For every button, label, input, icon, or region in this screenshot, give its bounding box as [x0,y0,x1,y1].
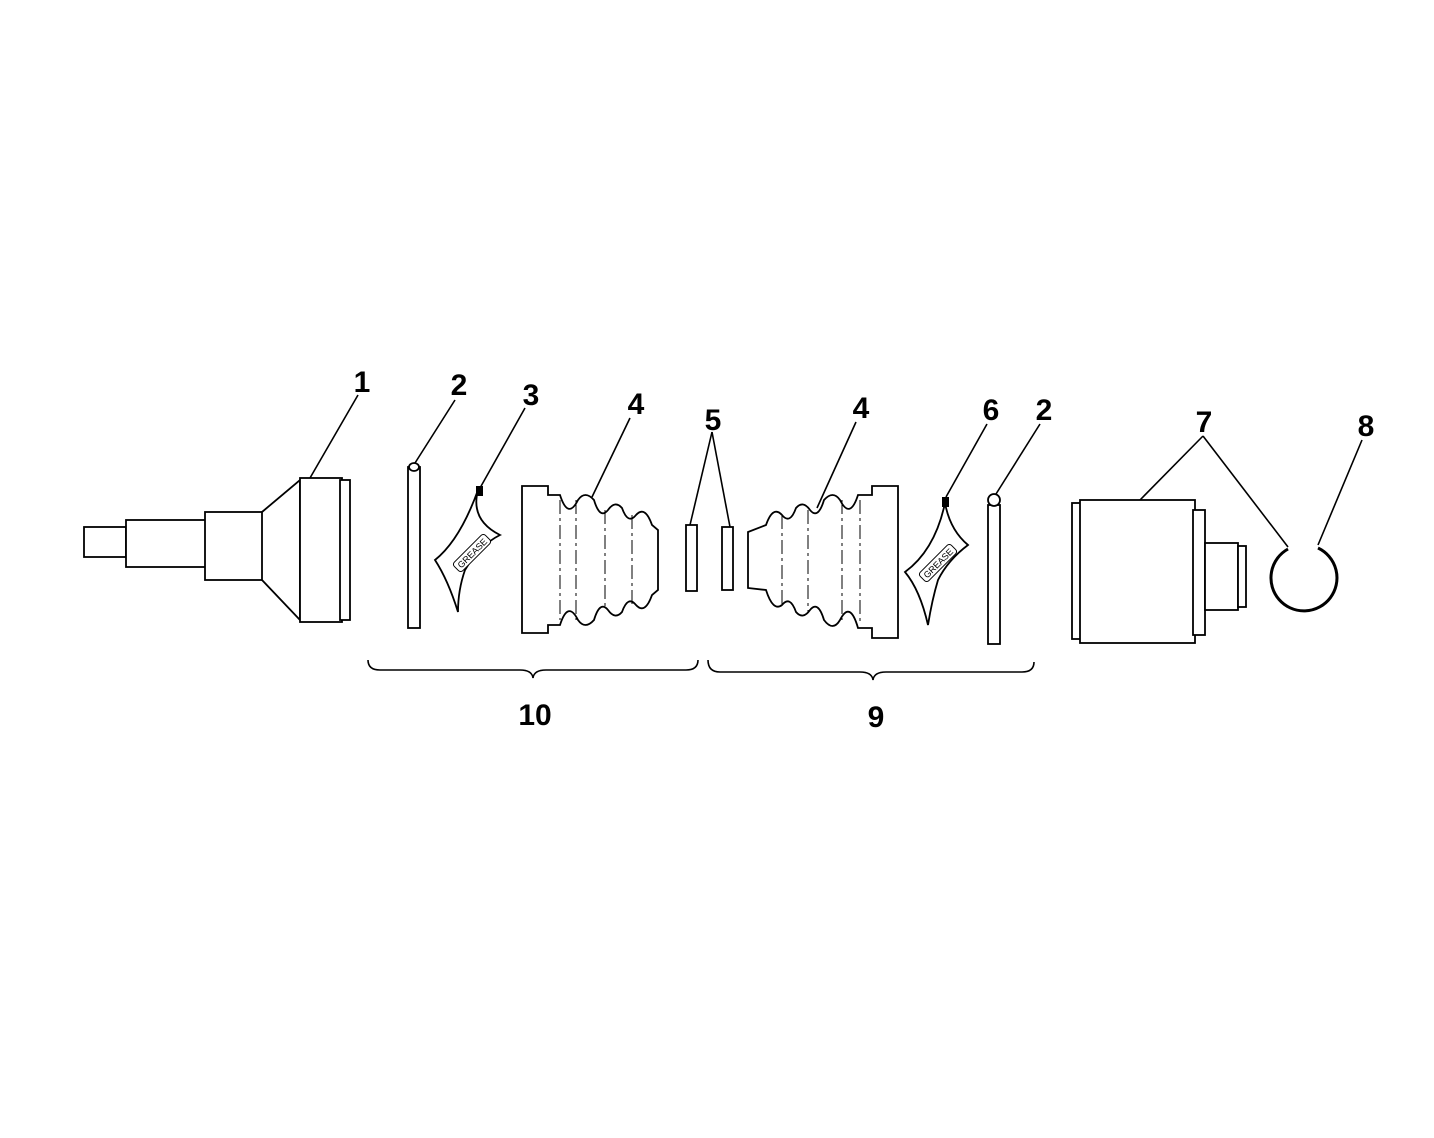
part-boot-left [521,485,659,634]
callout-4-left: 4 [628,388,645,421]
callout-2-left: 2 [451,369,468,402]
brace-left-kit [367,659,699,679]
part-grease-packet-right: GREASE [903,497,970,626]
part-clamp-band-left [407,462,421,629]
part-small-clamp-right [721,526,734,591]
callout-1: 1 [354,366,371,399]
group-label-9: 9 [868,701,885,734]
part-clamp-band-right [987,493,1001,645]
part-small-clamp-left [685,524,698,592]
callout-8: 8 [1358,410,1375,443]
part-snap-ring [1269,546,1339,613]
callout-2-right: 2 [1036,394,1053,427]
callout-7: 7 [1196,406,1213,439]
part-cv-joint-shaft [83,477,351,623]
callout-4-right: 4 [853,392,870,425]
part-inner-housing [1071,499,1247,644]
callout-3: 3 [523,379,540,412]
callout-5: 5 [705,404,722,437]
part-grease-packet-left: GREASE [433,486,503,613]
callout-6: 6 [983,394,1000,427]
group-label-10: 10 [518,699,551,732]
brace-right-kit [707,659,1035,681]
part-boot-right [747,485,899,639]
leader-lines [309,394,1363,548]
